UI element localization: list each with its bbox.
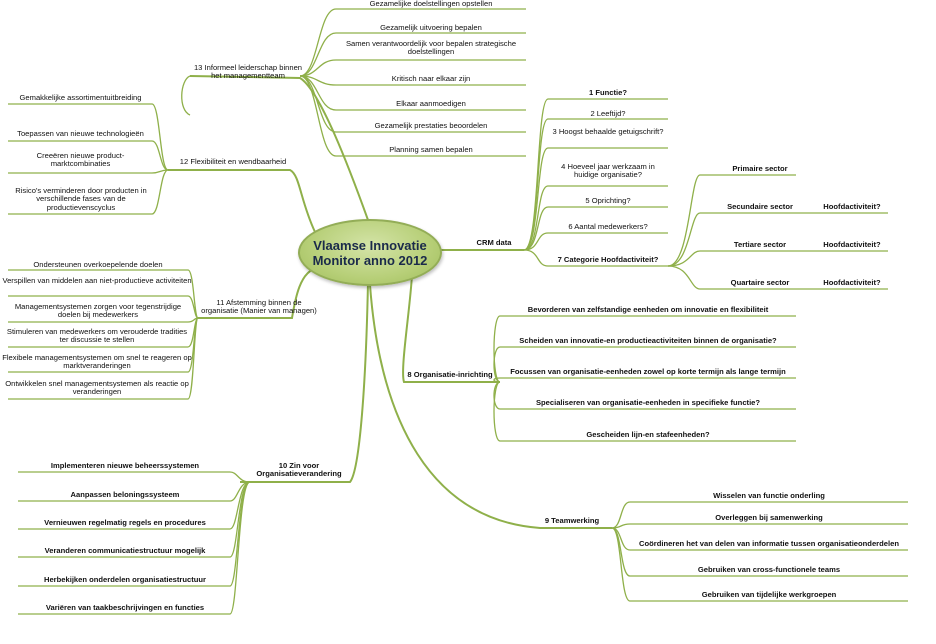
connector-b9-item-5 (611, 527, 908, 602)
connector-sector-2 (667, 212, 796, 267)
branch-8-label[interactable]: 8 Organisatie-inrichting (407, 370, 493, 379)
connector-b10-item-6 (18, 481, 251, 615)
b11-item-3[interactable]: Managementsystemen zorgen voor tegenstri… (14, 302, 182, 320)
b10-item-5[interactable]: Herbekijken onderdelen organisatiestruct… (43, 575, 207, 584)
crm-item-2[interactable]: 2 Leeftijd? (590, 109, 626, 118)
connector-b13-item-3 (299, 59, 526, 77)
connector-b12-item-1 (8, 103, 169, 171)
connector-b9-item-2 (611, 523, 908, 529)
crm-item-4[interactable]: 4 Hoeveel jaar werkzaam in huidige organ… (561, 162, 655, 180)
connector-b12 (168, 169, 316, 233)
connector-sector-1 (667, 174, 796, 267)
connector-b11-item-2 (8, 295, 199, 319)
b13-item-5[interactable]: Elkaar aanmoedigen (396, 99, 466, 108)
hoofdactiviteit-quartair[interactable]: Hoofdactiviteit? (823, 278, 881, 287)
connector-b11-item-6 (8, 317, 199, 400)
connector-b13-tail (181, 75, 191, 116)
b11-item-2[interactable]: Verspillen van middelen aan niet-product… (2, 276, 192, 285)
connector-b12-item-2 (8, 140, 169, 171)
crm-item-3[interactable]: 3 Hoogst behaalde getuigschrift? (552, 127, 664, 136)
connector-sector-4 (667, 265, 796, 290)
connector-b8-item-5 (493, 381, 796, 442)
crm-label[interactable]: CRM data (476, 238, 512, 247)
connector-b12-item-4 (8, 169, 169, 215)
b10-item-3[interactable]: Vernieuwen regelmatig regels en procedur… (44, 518, 206, 527)
b9-item-4[interactable]: Gebruiken van cross-functionele teams (697, 565, 841, 574)
branch-9-label[interactable]: 9 Teamwerking (544, 516, 600, 525)
crm-item-5[interactable]: 5 Oprichting? (585, 196, 631, 205)
sector-tertiair[interactable]: Tertiare sector (733, 240, 787, 249)
sector-primair[interactable]: Primaire sector (732, 164, 788, 173)
b13-item-6[interactable]: Gezamelijk prestaties beoordelen (374, 121, 488, 130)
central-topic-line2: Monitor anno 2012 (312, 252, 428, 268)
b8-item-2[interactable]: Scheiden van innovatie-en productieactiv… (519, 336, 777, 345)
b10-item-4[interactable]: Veranderen communicatiestructuur mogelij… (44, 546, 206, 555)
b13-item-1[interactable]: Gezamelijke doelstellingen opstellen (369, 0, 493, 8)
b13-item-4[interactable]: Kritisch naar elkaar zijn (391, 74, 471, 83)
branch-12-label[interactable]: 12 Flexibiliteit en wendbaarheid (179, 157, 287, 166)
b9-item-3[interactable]: Coördineren het van delen van informatie… (639, 539, 899, 548)
branch-11-label[interactable]: 11 Afstemming binnen de organisatie (Man… (201, 298, 317, 316)
connector-crm-item-3 (523, 147, 668, 251)
crm-item-7[interactable]: 7 Categorie Hoofdactiviteit? (557, 255, 659, 264)
b13-item-7[interactable]: Planning samen bepalen (389, 145, 473, 154)
crm-item-6[interactable]: 6 Aantal medewerkers? (568, 222, 648, 231)
connector-crm-item-7 (523, 249, 668, 267)
b9-item-5[interactable]: Gebruiken van tijdelijke werkgroepen (701, 590, 837, 599)
b10-item-1[interactable]: Implementeren nieuwe beheerssystemen (50, 461, 200, 470)
connector-b12-item-3 (8, 169, 169, 174)
connector-b8-item-1 (493, 315, 796, 383)
connector-sector-3 (667, 250, 796, 267)
connector-b9 (369, 284, 612, 529)
b11-item-5[interactable]: Flexibele managementsystemen om snel te … (2, 353, 192, 371)
central-topic-line1: Vlaamse Innovatie (313, 237, 427, 253)
b11-item-4[interactable]: Stimuleren van medewerkers om verouderde… (6, 327, 188, 345)
connector-b13-item-2 (299, 32, 526, 77)
sector-quartair[interactable]: Quartaire sector (730, 278, 790, 287)
crm-item-1[interactable]: 1 Functie? (589, 88, 627, 97)
b12-item-1[interactable]: Gemakkelijke assortimentuitbreiding (19, 93, 142, 102)
connector-b8 (402, 274, 500, 383)
b12-item-3[interactable]: Creeëren nieuwe product-marktcombinaties (36, 151, 125, 169)
connector-crm-item-5 (523, 206, 668, 251)
b10-item-2[interactable]: Aanpassen beloningssysteem (70, 490, 180, 499)
connector-crm-item-6 (523, 232, 668, 251)
connector-b9-item-1 (611, 501, 908, 529)
b13-item-3[interactable]: Samen verantwoordelijk voor bepalen stra… (345, 39, 517, 57)
branch-10-label[interactable]: 10 Zin voor Organisatieverandering (256, 461, 342, 479)
connector-b8-item-2 (493, 346, 796, 383)
connector-b13 (189, 75, 369, 221)
b9-item-2[interactable]: Overleggen bij samenwerking (715, 513, 823, 522)
b11-item-1[interactable]: Ondersteunen overkoepelende doelen (33, 260, 163, 269)
branch-13-label[interactable]: 13 Informeel leiderschap binnen het mana… (193, 63, 303, 81)
b11-item-6[interactable]: Ontwikkelen snel managementsystemen als … (5, 379, 189, 397)
connector-b13-item-1 (299, 8, 526, 77)
connector-b8-item-3 (493, 377, 796, 383)
b8-item-3[interactable]: Focussen van organisatie-eenheden zowel … (510, 367, 786, 376)
connector-crm-item-2 (523, 118, 668, 251)
b12-item-2[interactable]: Toepassen van nieuwe technologieën (17, 129, 144, 138)
b9-item-1[interactable]: Wisselen van functie onderling (713, 491, 825, 500)
b10-item-6[interactable]: Variëren van taakbeschrijvingen en funct… (45, 603, 205, 612)
connector-crm-item-4 (523, 185, 668, 251)
connector-b10-item-1 (18, 471, 251, 483)
b8-item-5[interactable]: Gescheiden lijn-en stafeenheden? (586, 430, 710, 439)
b8-item-4[interactable]: Specialiseren van organisatie-eenheden i… (535, 398, 761, 407)
hoofdactiviteit-secundair[interactable]: Hoofdactiviteit? (823, 202, 881, 211)
b8-item-1[interactable]: Bevorderen van zelfstandige eenheden om … (527, 305, 769, 314)
b12-item-4[interactable]: Risico's verminderen door producten in v… (15, 186, 147, 212)
connector-b13-item-7 (299, 75, 526, 157)
sector-secundair[interactable]: Secundaire sector (727, 202, 793, 211)
hoofdactiviteit-tertiair[interactable]: Hoofdactiviteit? (823, 240, 881, 249)
connector-b10 (240, 281, 369, 483)
b13-item-2[interactable]: Gezamelijk uitvoering bepalen (380, 23, 482, 32)
